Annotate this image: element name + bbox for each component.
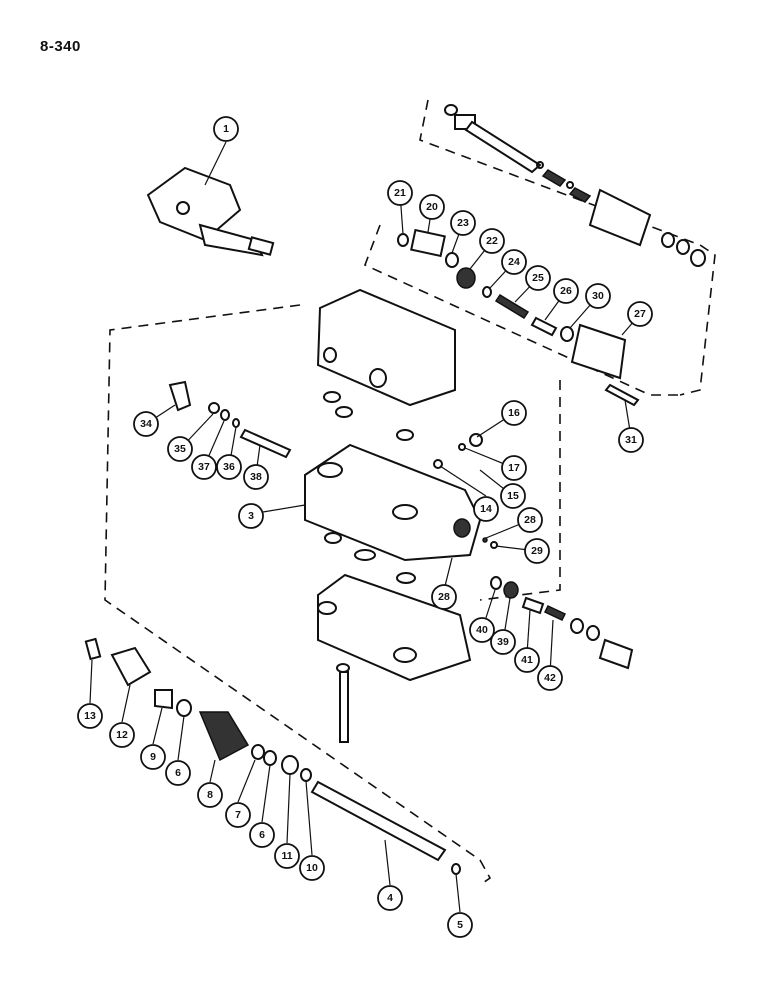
svg-text:6: 6 — [259, 829, 265, 841]
callout-24: 24 — [501, 249, 527, 275]
svg-text:8: 8 — [207, 789, 213, 801]
callout-36: 36 — [216, 454, 242, 480]
callout-16: 16 — [501, 400, 527, 426]
svg-text:17: 17 — [508, 462, 520, 474]
page-number: 8-340 — [40, 38, 81, 55]
callout-41: 41 — [514, 647, 540, 673]
relief-valve-assembly — [146, 166, 275, 257]
callout-1: 1 — [213, 116, 239, 142]
callout-11: 11 — [274, 843, 300, 869]
lower-plate — [317, 573, 472, 743]
svg-text:7: 7 — [235, 809, 241, 821]
svg-text:23: 23 — [457, 217, 469, 229]
svg-text:20: 20 — [426, 201, 438, 213]
callout-3: 3 — [238, 503, 264, 529]
svg-text:36: 36 — [223, 461, 235, 473]
svg-text:28: 28 — [438, 591, 450, 603]
svg-text:25: 25 — [532, 272, 544, 284]
upper-cover — [316, 288, 456, 441]
callout-6a: 6 — [165, 760, 191, 786]
svg-text:41: 41 — [521, 654, 533, 666]
callout-35: 35 — [167, 436, 193, 462]
svg-text:29: 29 — [531, 545, 543, 557]
callout-25: 25 — [525, 265, 551, 291]
cylinder-parts — [397, 228, 640, 407]
group-outline-body — [104, 304, 492, 886]
callout-21: 21 — [387, 180, 413, 206]
svg-text:31: 31 — [625, 434, 637, 446]
group-outline-cylinder — [363, 224, 680, 396]
svg-text:30: 30 — [592, 290, 604, 302]
svg-text:22: 22 — [486, 235, 498, 247]
svg-text:27: 27 — [634, 308, 646, 320]
right-small-parts — [433, 433, 634, 670]
svg-text:34: 34 — [140, 418, 152, 430]
spool-rod-assembly — [444, 104, 706, 267]
callout-8: 8 — [197, 782, 223, 808]
group-outline-top — [419, 99, 716, 396]
svg-text:11: 11 — [281, 850, 292, 862]
callout-14: 14 — [473, 496, 499, 522]
svg-text:12: 12 — [116, 729, 128, 741]
svg-text:5: 5 — [457, 919, 463, 931]
svg-text:4: 4 — [387, 892, 393, 904]
svg-text:35: 35 — [174, 443, 186, 455]
callout-42: 42 — [537, 665, 563, 691]
callout-17: 17 — [501, 455, 527, 481]
callout-15: 15 — [500, 483, 526, 509]
callout-31: 31 — [618, 427, 644, 453]
callout-20: 20 — [419, 194, 445, 220]
callout-37: 37 — [191, 454, 217, 480]
left-small-parts — [168, 380, 292, 459]
svg-text:9: 9 — [150, 751, 156, 763]
callout-40: 40 — [469, 617, 495, 643]
callout-23: 23 — [450, 210, 476, 236]
callout-39: 39 — [490, 629, 516, 655]
callout-34: 34 — [133, 411, 159, 437]
callout-5: 5 — [447, 912, 473, 938]
callout-27: 27 — [627, 301, 653, 327]
callout-30: 30 — [585, 283, 611, 309]
svg-text:14: 14 — [480, 503, 492, 515]
svg-text:15: 15 — [507, 490, 519, 502]
valve-body — [304, 443, 482, 584]
callout-38: 38 — [243, 464, 269, 490]
callout-7: 7 — [225, 802, 251, 828]
svg-text:39: 39 — [497, 636, 509, 648]
callout-12: 12 — [109, 722, 135, 748]
svg-text:16: 16 — [508, 407, 520, 419]
callout-28b: 28 — [431, 584, 457, 610]
svg-text:38: 38 — [250, 471, 262, 483]
svg-text:3: 3 — [248, 510, 254, 522]
svg-text:28: 28 — [524, 514, 536, 526]
spool-spring-assembly — [84, 637, 461, 875]
svg-text:24: 24 — [508, 256, 520, 268]
svg-text:26: 26 — [560, 285, 572, 297]
callout-13: 13 — [77, 703, 103, 729]
callout-4: 4 — [377, 885, 403, 911]
callout-26: 26 — [553, 278, 579, 304]
svg-text:37: 37 — [198, 461, 210, 473]
svg-text:1: 1 — [223, 123, 229, 135]
callout-22: 22 — [479, 228, 505, 254]
svg-text:40: 40 — [476, 624, 488, 636]
svg-text:13: 13 — [84, 710, 96, 722]
callout-28a: 28 — [517, 507, 543, 533]
svg-text:42: 42 — [544, 672, 556, 684]
svg-text:10: 10 — [306, 862, 318, 874]
callout-29: 29 — [524, 538, 550, 564]
svg-text:6: 6 — [175, 767, 181, 779]
callout-10: 10 — [299, 855, 325, 881]
svg-text:21: 21 — [394, 187, 406, 199]
callout-9: 9 — [140, 744, 166, 770]
callout-6b: 6 — [249, 822, 275, 848]
